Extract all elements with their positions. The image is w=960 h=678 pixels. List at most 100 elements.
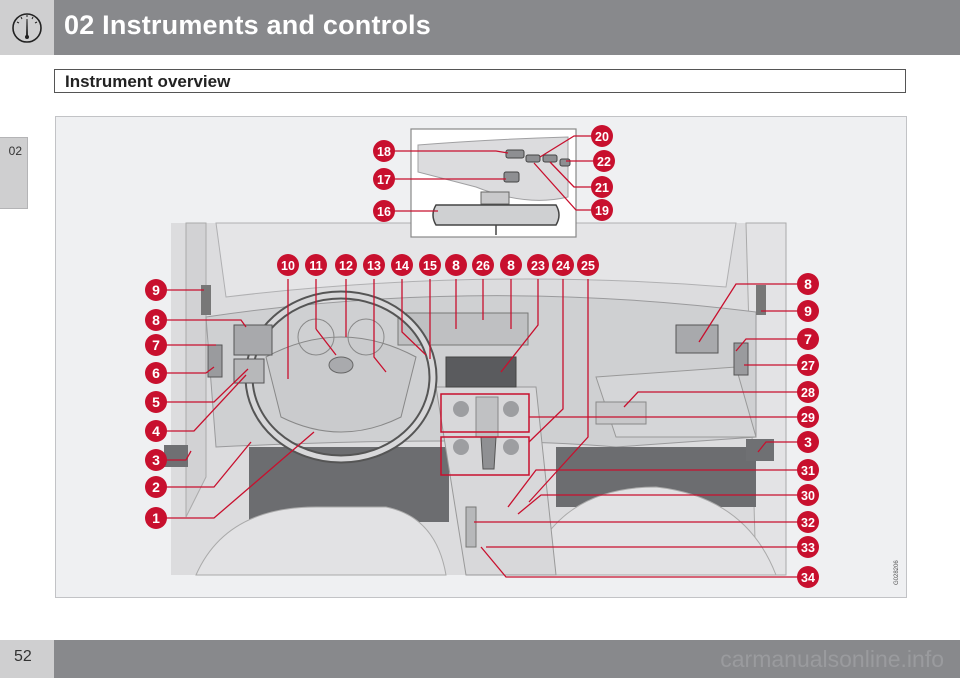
right-side-vent — [675, 324, 719, 354]
callout-badge — [797, 536, 819, 558]
callout-23: 23 — [527, 254, 549, 276]
callout-badge — [391, 254, 413, 276]
callout-24: 24 — [552, 254, 574, 276]
callout-badge — [797, 273, 819, 295]
callout-badge — [145, 334, 167, 356]
callout-15: 15 — [419, 254, 441, 276]
callout-label: 8 — [152, 312, 160, 328]
right-door-vent — [756, 285, 766, 315]
callout-badge — [797, 354, 819, 376]
callout-label: 1 — [152, 510, 160, 526]
chapter-side-tab[interactable]: 02 — [0, 137, 28, 209]
callout-label: 28 — [801, 386, 815, 400]
callout-label: 32 — [801, 516, 815, 530]
right-door-panel — [733, 342, 749, 376]
left-window-switch — [164, 445, 188, 467]
glovebox-handle — [595, 401, 647, 425]
callout-label: 27 — [801, 359, 815, 373]
callout-label: 13 — [367, 259, 381, 273]
callout-badge — [277, 254, 299, 276]
callout-badge — [145, 449, 167, 471]
callout-8: 8 — [500, 254, 522, 276]
callout-label: 3 — [804, 434, 812, 450]
callout-16: 16 — [373, 200, 395, 222]
callout-label: 33 — [801, 541, 815, 555]
callout-17: 17 — [373, 168, 395, 190]
center-stack-lower-highlight — [440, 436, 530, 476]
callout-label: 15 — [423, 259, 437, 273]
callout-badge — [373, 140, 395, 162]
callout-label: 18 — [377, 145, 391, 159]
callout-9: 9 — [797, 300, 819, 322]
callout-badge — [593, 150, 615, 172]
callout-7: 7 — [145, 334, 167, 356]
callout-badge — [145, 476, 167, 498]
callout-2: 2 — [145, 476, 167, 498]
callout-5: 5 — [145, 391, 167, 413]
callout-label: 24 — [556, 259, 570, 273]
callout-badge — [797, 300, 819, 322]
callout-6: 6 — [145, 362, 167, 384]
callout-label: 8 — [507, 257, 515, 273]
callout-11: 11 — [305, 254, 327, 276]
callout-badge — [445, 254, 467, 276]
callout-label: 6 — [152, 365, 160, 381]
callout-14: 14 — [391, 254, 413, 276]
footer-page-box — [0, 640, 54, 678]
callout-label: 23 — [531, 259, 545, 273]
callout-27: 27 — [797, 354, 819, 376]
callout-badge — [797, 459, 819, 481]
callout-label: 31 — [801, 464, 815, 478]
side-tab-label: 02 — [8, 144, 22, 158]
callout-12: 12 — [335, 254, 357, 276]
callout-badge — [591, 125, 613, 147]
callout-badge — [797, 484, 819, 506]
left-side-vent — [233, 324, 273, 356]
page-number: 52 — [14, 648, 32, 665]
callout-3: 3 — [797, 431, 819, 453]
callout-badge — [145, 507, 167, 529]
header-bar — [54, 0, 960, 55]
callout-label: 12 — [339, 259, 353, 273]
callout-label: 7 — [804, 331, 812, 347]
header-icon-box — [0, 0, 54, 55]
callout-badge — [373, 200, 395, 222]
callout-label: 3 — [152, 452, 160, 468]
callout-30: 30 — [797, 484, 819, 506]
leader-lines — [156, 135, 808, 578]
callout-7: 7 — [797, 328, 819, 350]
section-title: Instrument overview — [65, 72, 231, 91]
callout-label: 19 — [595, 204, 609, 218]
callout-badge — [797, 431, 819, 453]
callout-28: 28 — [797, 381, 819, 403]
callout-badge — [472, 254, 494, 276]
callout-label: 16 — [377, 205, 391, 219]
callout-badge — [591, 199, 613, 221]
left-door-vent — [201, 285, 211, 315]
callout-label: 9 — [804, 303, 812, 319]
image-code: G028206 — [894, 560, 900, 585]
callout-13: 13 — [363, 254, 385, 276]
callout-label: 10 — [281, 259, 295, 273]
callout-label: 7 — [152, 337, 160, 353]
callout-label: 22 — [597, 155, 611, 169]
callout-badge — [500, 254, 522, 276]
callout-label: 30 — [801, 489, 815, 503]
callout-4: 4 — [145, 420, 167, 442]
callout-label: 11 — [309, 259, 322, 273]
callout-21: 21 — [591, 176, 613, 198]
gauge-icon — [12, 13, 42, 43]
callout-badge — [145, 391, 167, 413]
callout-badge — [373, 168, 395, 190]
callout-label: 29 — [801, 411, 815, 425]
callout-18: 18 — [373, 140, 395, 162]
callout-25: 25 — [577, 254, 599, 276]
callout-32: 32 — [797, 511, 819, 533]
center-stack-upper-highlight — [440, 393, 530, 433]
callout-label: 14 — [395, 259, 409, 273]
callout-22: 22 — [593, 150, 615, 172]
callout-31: 31 — [797, 459, 819, 481]
callout-badge — [527, 254, 549, 276]
callout-label: 5 — [152, 394, 160, 410]
